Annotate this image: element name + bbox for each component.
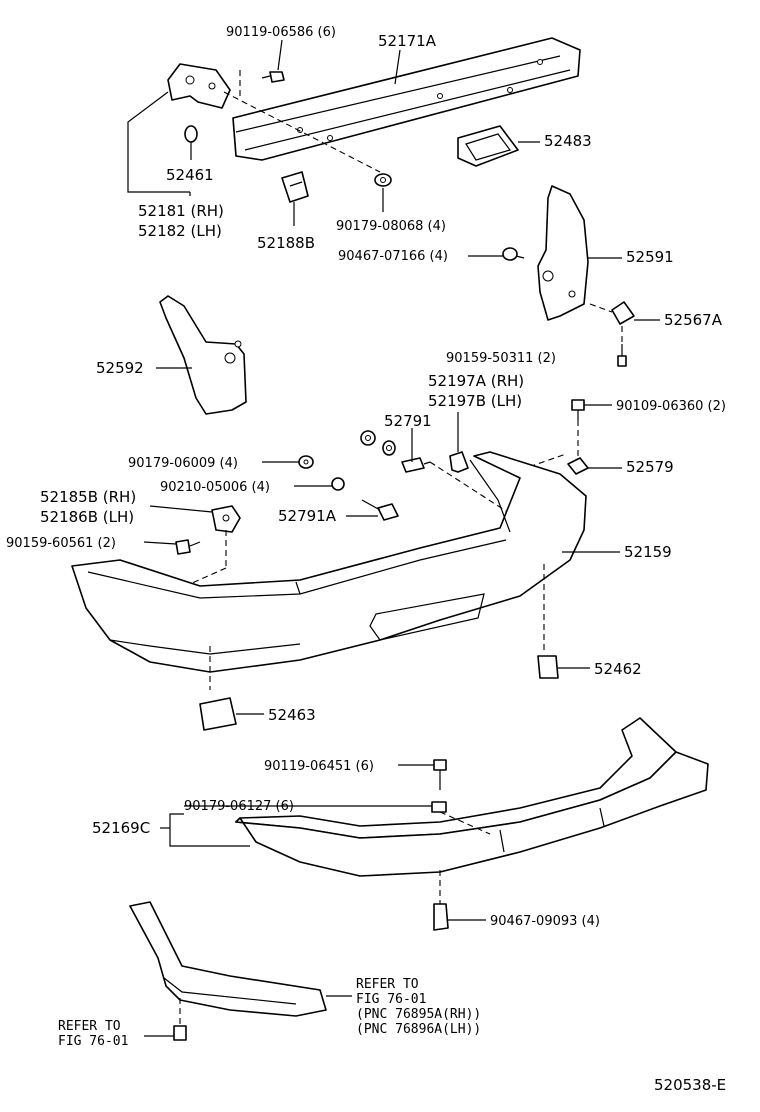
label-90179-06009: 90179-06009 (4) bbox=[128, 456, 238, 471]
ref-fig-a-line4: (PNC 76896A(LH)) bbox=[356, 1022, 481, 1037]
label-52186B: 52186B (LH) bbox=[40, 508, 134, 526]
absorber-52483[interactable] bbox=[457, 125, 519, 167]
lower-spoiler-52169C[interactable] bbox=[235, 717, 709, 877]
pad-52462[interactable] bbox=[537, 655, 559, 679]
label-52171A: 52171A bbox=[378, 32, 437, 50]
bolt-52791A[interactable] bbox=[361, 499, 399, 521]
label-90109-06360: 90109-06360 (2) bbox=[616, 399, 726, 414]
label-90179-06127: 90179-06127 (6) bbox=[184, 799, 294, 814]
label-52591: 52591 bbox=[626, 248, 674, 266]
clip-90467-09093[interactable] bbox=[433, 903, 449, 931]
nut-90179-06009[interactable] bbox=[298, 455, 314, 469]
mudguard-52591[interactable] bbox=[537, 185, 589, 321]
bumper-bracket-52181-52182[interactable] bbox=[167, 63, 231, 109]
label-52791A: 52791A bbox=[278, 507, 337, 525]
label-52188B: 52188B bbox=[257, 234, 315, 252]
label-52462: 52462 bbox=[594, 660, 642, 678]
label-52463: 52463 bbox=[268, 706, 316, 724]
nut-plate-52579[interactable] bbox=[567, 457, 589, 475]
side-retainer-52185B[interactable] bbox=[211, 505, 241, 533]
nut-90179-06127[interactable] bbox=[431, 801, 447, 813]
label-52791: 52791 bbox=[384, 412, 432, 430]
screw-90159-60561[interactable] bbox=[175, 539, 201, 555]
label-52197B: 52197B (LH) bbox=[428, 392, 522, 410]
label-52159: 52159 bbox=[624, 543, 672, 561]
mudguard-52592[interactable] bbox=[159, 295, 247, 415]
label-90210-05006: 90210-05006 (4) bbox=[160, 480, 270, 495]
nut-52791[interactable] bbox=[360, 430, 431, 473]
bolt-90109-06360[interactable] bbox=[571, 399, 585, 420]
bolt-90119-06586[interactable] bbox=[261, 71, 285, 83]
ref-fig-a-line1: REFER TO bbox=[356, 977, 419, 992]
label-52181: 52181 (RH) bbox=[138, 202, 224, 220]
label-52461: 52461 bbox=[166, 166, 214, 184]
washer-90210-05006[interactable] bbox=[331, 477, 345, 491]
screw-90159-50311[interactable] bbox=[617, 344, 627, 367]
label-52567A: 52567A bbox=[664, 311, 723, 329]
bracket-52197[interactable] bbox=[449, 451, 469, 473]
label-90179-08068: 90179-08068 (4) bbox=[336, 219, 446, 234]
label-52483: 52483 bbox=[544, 132, 592, 150]
stopper-52188B[interactable] bbox=[281, 171, 309, 203]
ref-fig-b-line1: REFER TO bbox=[58, 1019, 121, 1034]
label-52592: 52592 bbox=[96, 359, 144, 377]
clip-90467-07166[interactable] bbox=[502, 247, 525, 261]
pad-52461[interactable] bbox=[184, 125, 198, 143]
bumper-reinforcement-52171A[interactable] bbox=[232, 37, 581, 161]
label-90119-06451: 90119-06451 (6) bbox=[264, 759, 374, 774]
label-52197A: 52197A (RH) bbox=[428, 372, 524, 390]
bolt-90119-06451[interactable] bbox=[433, 759, 447, 790]
label-90159-60561: 90159-60561 (2) bbox=[6, 536, 116, 551]
nut-90179-08068[interactable] bbox=[374, 173, 392, 187]
diagram-code: 520538-E bbox=[654, 1076, 726, 1094]
label-90467-07166: 90467-07166 (4) bbox=[338, 249, 448, 264]
bumper-cover-52159[interactable] bbox=[71, 451, 587, 673]
pad-52463[interactable] bbox=[199, 697, 237, 731]
label-90119-06586: 90119-06586 (6) bbox=[226, 25, 336, 40]
label-90159-50311: 90159-50311 (2) bbox=[446, 351, 556, 366]
label-52185B: 52185B (RH) bbox=[40, 488, 136, 506]
ref-fig-b-line2: FIG 76-01 bbox=[58, 1034, 128, 1049]
label-90467-09093: 90467-09093 (4) bbox=[490, 914, 600, 929]
retainer-52567A[interactable] bbox=[611, 301, 635, 325]
ref-fig-a-line3: (PNC 76895A(RH)) bbox=[356, 1007, 481, 1022]
label-52182: 52182 (LH) bbox=[138, 222, 222, 240]
ref-fig-a-line2: FIG 76-01 bbox=[356, 992, 426, 1007]
side-extension-76895A[interactable] bbox=[129, 901, 327, 1017]
label-52579: 52579 bbox=[626, 458, 674, 476]
label-52169C: 52169C bbox=[92, 819, 150, 837]
screw-side-extension[interactable] bbox=[173, 1025, 187, 1041]
